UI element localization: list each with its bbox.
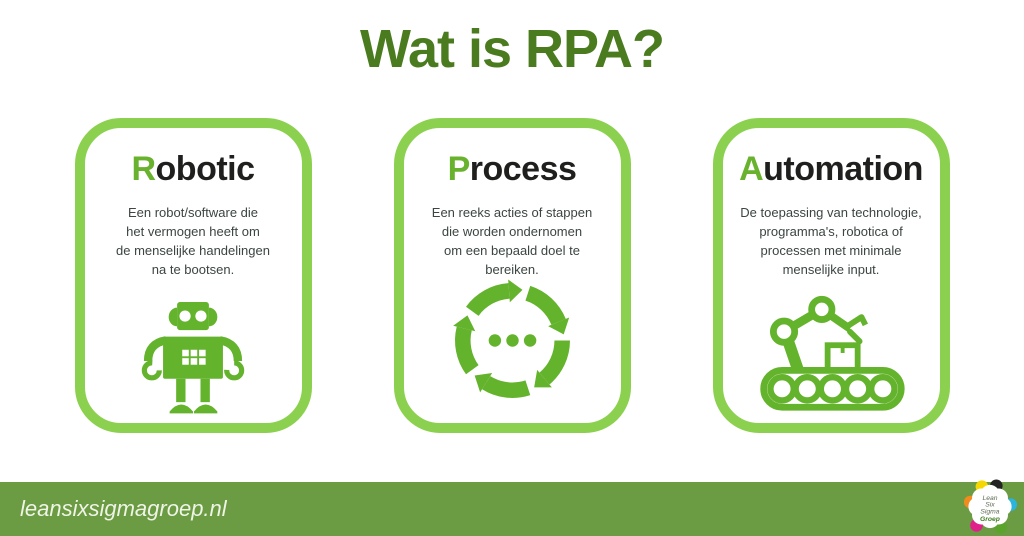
card-automation-description: De toepassing van technologie, programma…: [740, 204, 921, 279]
cycle-icon-wrap: [404, 268, 621, 413]
lean-six-sigma-logo-icon: Lean Six Sigma Groep: [963, 479, 1017, 534]
lean-six-sigma-logo: Lean Six Sigma Groep: [963, 479, 1017, 536]
description-line: bereiken.: [485, 261, 539, 277]
heading-first-letter: R: [131, 150, 156, 188]
card-process: Process Een reeks acties of stappen die …: [393, 118, 631, 433]
description-line: die worden ondernomen: [441, 223, 583, 239]
card-process-description: Een reeks acties of stappen die worden o…: [432, 204, 592, 279]
logo-text-six: Six: [985, 502, 995, 509]
cards-row: Robotic Een robot/software die het vermo…: [0, 118, 1024, 433]
heading-rest: obotic: [155, 150, 255, 188]
website-text: leansixsigmagroep.nl: [20, 496, 227, 521]
card-process-heading: Process: [448, 150, 577, 189]
robot-arm-icon-wrap: [723, 289, 940, 415]
description-line: Een reeks acties of stappen: [431, 205, 593, 220]
heading-first-letter: P: [447, 150, 471, 188]
description-line: de menselijke handelingen: [116, 242, 270, 258]
heading-first-letter: A: [739, 150, 764, 188]
heading-rest: utomation: [763, 150, 923, 188]
robot-icon: [141, 302, 245, 414]
card-robotic-description: Een robot/software die het vermogen heef…: [116, 204, 270, 279]
description-line: menselijke input.: [782, 261, 880, 277]
description-line: na te bootsen.: [151, 261, 235, 277]
description-line: het vermogen heeft om: [126, 223, 260, 239]
card-automation-heading: Automation: [739, 150, 923, 189]
robot-icon-wrap: [85, 288, 302, 419]
footer-bar: leansixsigmagroep.nl Lea: [0, 479, 1024, 536]
heading-rest: rocess: [469, 150, 577, 188]
description-line: Een robot/software die: [127, 205, 259, 220]
description-line: programma's, robotica of: [759, 223, 903, 239]
description-line: processen met minimale: [760, 242, 902, 258]
logo-text-sigma: Sigma: [980, 508, 999, 515]
logo-text-lean: Lean: [982, 495, 997, 502]
description-line: om een bepaald doel te: [444, 242, 580, 258]
robot-arm-icon: [759, 295, 905, 411]
description-line: De toepassing van technologie,: [740, 205, 922, 220]
card-automation: Automation De toepassing van technologie…: [712, 118, 950, 433]
cycle-icon: [452, 279, 570, 398]
page-title: Wat is RPA?: [359, 19, 665, 79]
card-robotic: Robotic Een robot/software die het vermo…: [74, 118, 312, 433]
logo-text-groep: Groep: [980, 516, 1000, 523]
card-robotic-heading: Robotic: [131, 150, 255, 189]
